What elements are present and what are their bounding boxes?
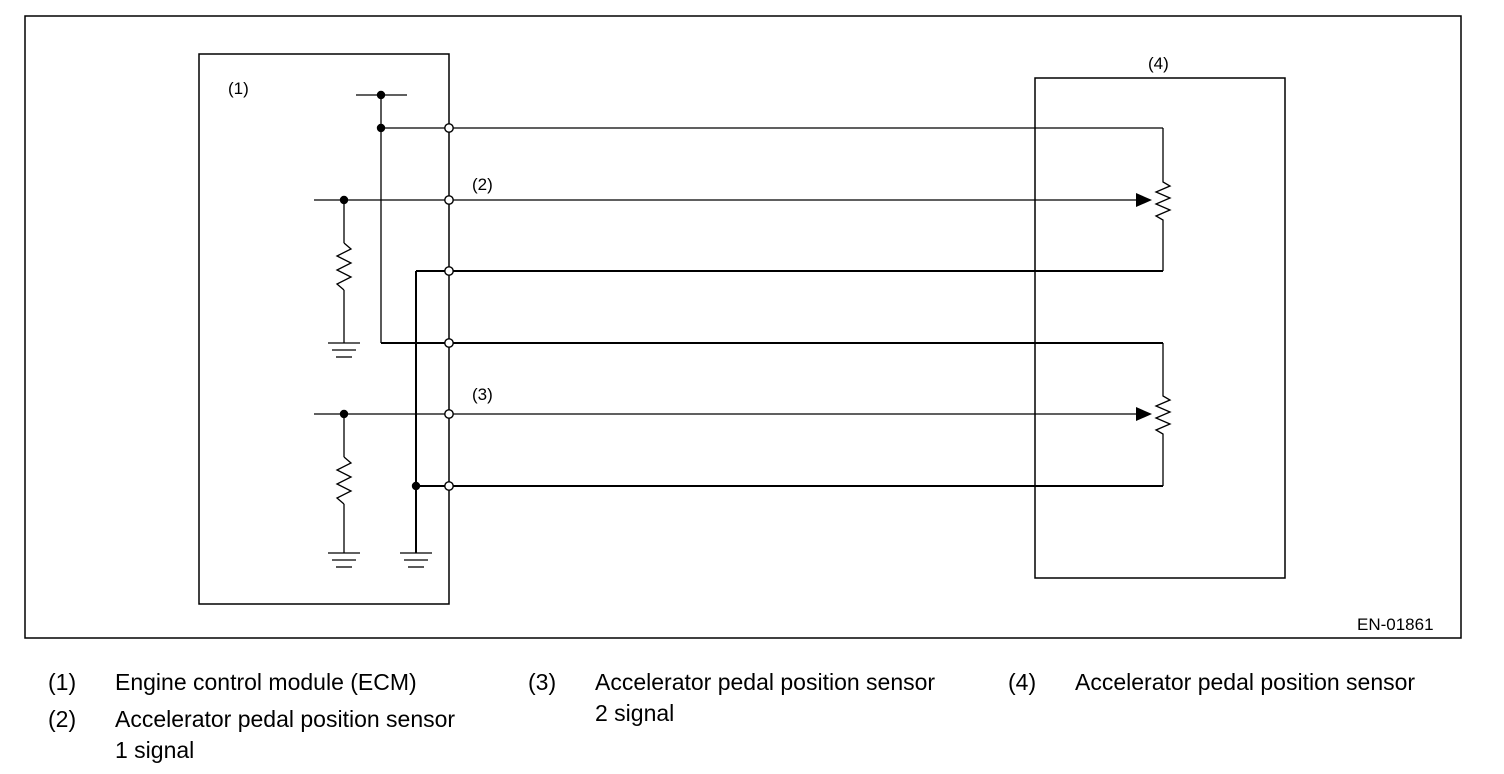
sensor1-resistor: [1154, 178, 1172, 225]
sensor-box: [1034, 77, 1286, 579]
wire-power-sensor1: [381, 127, 1164, 178]
wiring-diagram: (1) (2) (3) (4) EN-01861: [24, 15, 1462, 639]
legend-text: Engine control module (ECM): [115, 669, 417, 695]
wire-signal-2: [314, 407, 1152, 421]
legend-item-1: (1) Engine control module (ECM): [48, 667, 508, 707]
label-signal-2: (3): [472, 385, 493, 404]
wire-ground-sensor2: [411, 439, 1164, 491]
legend-num: (3): [528, 669, 557, 695]
legend-text: Accelerator pedal position sensor: [595, 669, 936, 695]
figure-code: EN-01861: [1357, 615, 1434, 634]
legend-text-cont: 1 signal: [115, 737, 195, 763]
label-ecm: (1): [228, 79, 249, 98]
ground-symbol-sensor: [400, 552, 432, 568]
sensor2-resistor: [1154, 392, 1172, 439]
ecm-terminals: [444, 123, 454, 491]
ecm-resistor-2: [328, 414, 360, 568]
legend-item-4: (4) Accelerator pedal position sensor: [1008, 667, 1498, 707]
diagram-frame: [24, 15, 1462, 639]
legend-num: (4): [1008, 669, 1037, 695]
power-supply: [356, 90, 407, 343]
legend-item-2: (2) Accelerator pedal position sensor 1 …: [48, 704, 508, 774]
legend-num: (1): [48, 669, 77, 695]
legend-text: Accelerator pedal position sensor: [1075, 669, 1416, 695]
ecm-box: [198, 53, 450, 605]
wire-signal-1: [314, 193, 1152, 207]
legend-item-3: (3) Accelerator pedal position sensor 2 …: [528, 667, 988, 737]
legend-text: Accelerator pedal position sensor: [115, 706, 456, 732]
ecm-resistor-1: [328, 200, 360, 358]
wire-ground-sensor1: [415, 225, 1164, 553]
label-signal-1: (2): [472, 175, 493, 194]
label-sensor: (4): [1148, 54, 1169, 73]
legend-text-cont: 2 signal: [595, 700, 675, 726]
legend-num: (2): [48, 706, 77, 732]
wire-power-sensor2: [381, 342, 1164, 392]
